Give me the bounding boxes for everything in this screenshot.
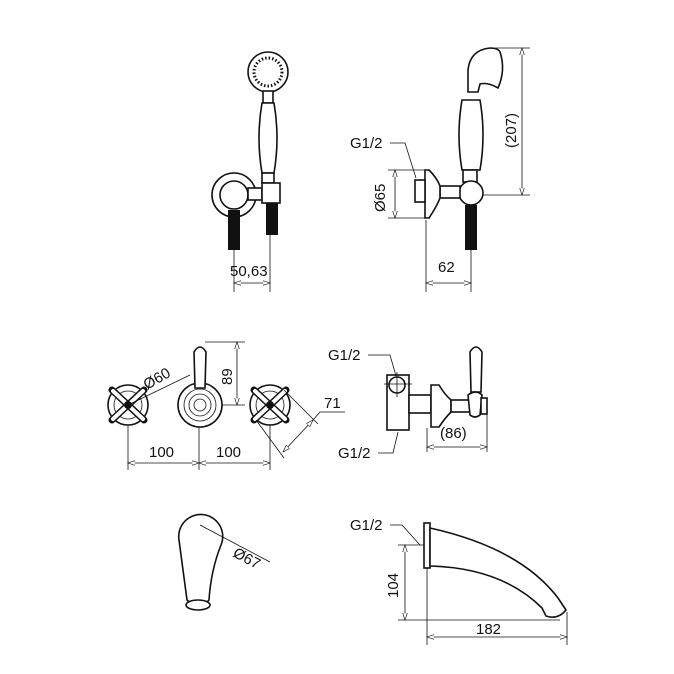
- dim-cross-size: 71: [324, 395, 341, 412]
- cross-handle-right: [249, 384, 291, 426]
- hose: [228, 210, 240, 250]
- spout-body: [429, 527, 567, 618]
- valve-front-view: Ø60 89 71 100 100: [107, 342, 345, 470]
- spout-side-view: G1/2 104 182: [350, 517, 567, 645]
- flange: [424, 169, 441, 219]
- dim-spout-diameter: Ø67: [230, 545, 263, 573]
- lever-handle: [177, 346, 223, 428]
- hose: [266, 203, 278, 235]
- handle: [258, 102, 278, 174]
- dim-spacing-right: 100: [216, 444, 241, 461]
- dim-projection: 62: [438, 259, 455, 276]
- label-thread-bottom: G1/2: [338, 445, 371, 462]
- spout-wall-plate: [423, 522, 431, 569]
- dim-flange-diameter: Ø65: [372, 184, 389, 212]
- label-spout-thread: G1/2: [350, 517, 383, 534]
- dim-spacing-left: 100: [149, 444, 174, 461]
- dim-lever-height: 89: [219, 368, 236, 385]
- spout-front: [177, 513, 224, 607]
- dim-spout-height: 104: [385, 573, 402, 598]
- handshower-side-view: (207) Ø65 G1/2 62: [350, 47, 530, 292]
- dim-valve-projection: (86): [440, 425, 467, 442]
- dim-spout-length: 182: [476, 621, 501, 638]
- dim-handle-diameter: Ø60: [141, 365, 174, 394]
- shower-head-nozzles: [252, 56, 284, 88]
- valve-side-view: G1/2 G1/2 (86): [328, 346, 488, 462]
- dim-height: (207): [503, 113, 520, 148]
- handshower-front-view: 50,63: [211, 51, 289, 292]
- dim-spacing: 50,63: [230, 263, 268, 280]
- shower-head-side: [467, 47, 504, 93]
- label-thread-top: G1/2: [328, 347, 361, 364]
- label-thread: G1/2: [350, 135, 383, 152]
- spout-front-view: Ø67: [177, 513, 271, 611]
